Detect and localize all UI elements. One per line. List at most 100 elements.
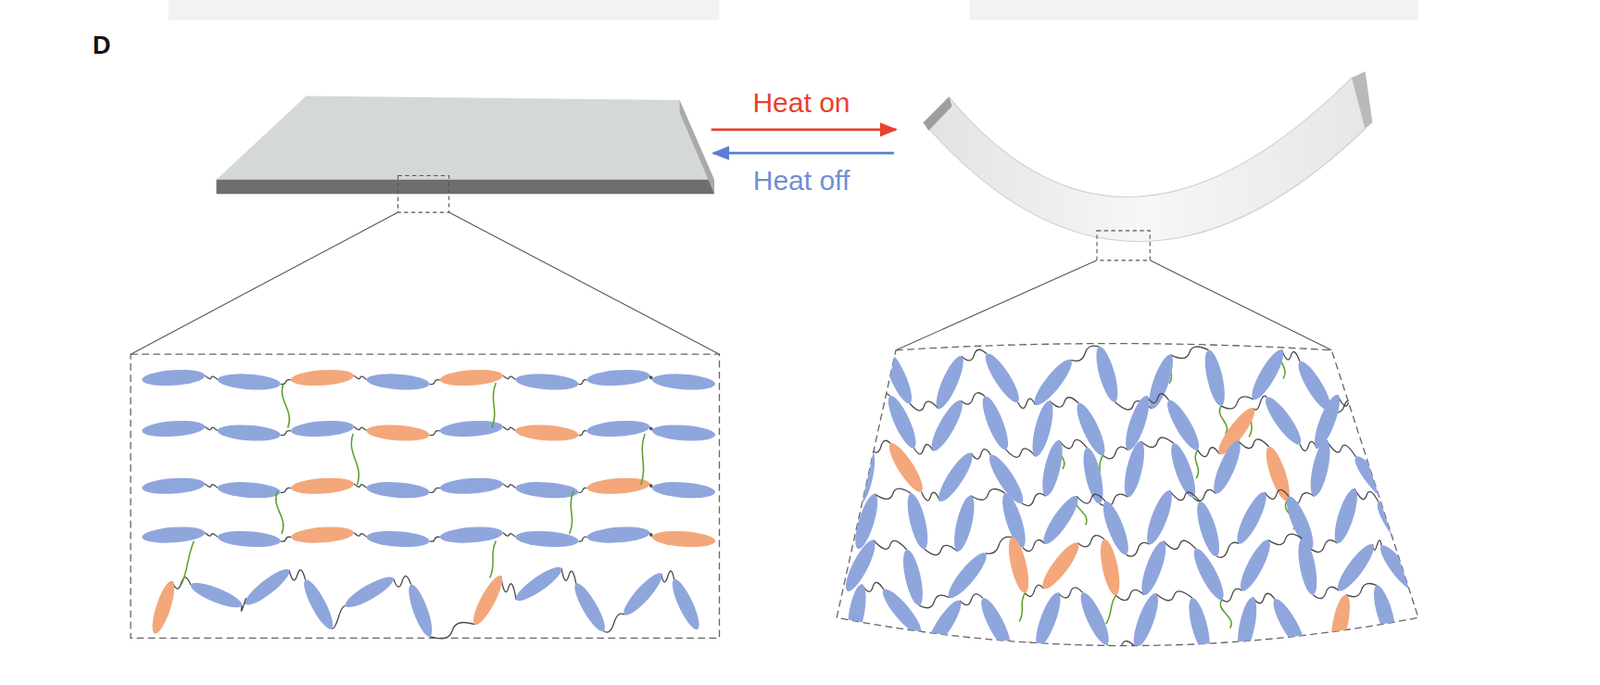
backbone	[1077, 535, 1105, 547]
backbone	[429, 487, 441, 492]
sheet-edge	[923, 97, 953, 131]
backbone	[280, 379, 291, 385]
mesogen	[1372, 497, 1417, 554]
mesogen	[977, 393, 1013, 453]
backbone	[429, 536, 441, 542]
zoom-line	[130, 212, 399, 354]
backbone	[920, 491, 940, 501]
mesogen	[439, 476, 504, 496]
backbone	[578, 430, 587, 436]
backbone	[1169, 490, 1200, 502]
mesogen	[341, 571, 397, 612]
panel-label: D	[92, 33, 112, 59]
backbone	[874, 488, 911, 499]
backbone	[1346, 583, 1377, 597]
backbone	[561, 567, 577, 584]
mesogen	[1200, 348, 1229, 408]
plate-side	[680, 100, 715, 194]
backbone	[1017, 398, 1035, 408]
mesogen	[1162, 396, 1205, 454]
backbone	[1299, 440, 1318, 451]
backbone	[353, 483, 366, 488]
backbone	[503, 426, 516, 430]
backbone	[429, 430, 441, 436]
backbone	[353, 375, 366, 379]
zoom-box	[398, 175, 450, 213]
mesogen	[141, 418, 206, 439]
mesogen	[365, 371, 430, 391]
backbone	[1125, 541, 1149, 556]
mesogen	[1129, 591, 1164, 651]
crosslink	[1106, 594, 1117, 624]
backbone	[1238, 439, 1270, 449]
aligned-network	[141, 367, 717, 639]
mesogen	[1332, 540, 1379, 595]
mesogen	[1166, 440, 1200, 501]
mesogen	[1234, 536, 1275, 594]
mesogen	[1079, 445, 1108, 505]
mesogen	[299, 576, 339, 632]
mesogen	[512, 562, 567, 606]
backbone	[959, 593, 983, 605]
mesogen	[921, 596, 966, 654]
backbone	[280, 430, 291, 436]
backbone	[204, 483, 217, 488]
mesogen	[1188, 544, 1229, 603]
crosslink	[1219, 405, 1227, 435]
backbone	[1193, 489, 1217, 501]
backbone	[909, 401, 939, 411]
backbone	[1008, 642, 1039, 654]
mesogen	[1038, 491, 1084, 548]
mesogen	[1396, 349, 1435, 408]
mesogen	[1209, 438, 1246, 497]
mesogen	[289, 418, 354, 439]
backbone	[429, 621, 476, 638]
backbone	[1115, 589, 1145, 600]
mesogen	[365, 422, 430, 442]
mesogen	[240, 564, 293, 610]
mesogen	[1038, 438, 1067, 498]
backbone	[924, 544, 958, 555]
cropped-panel	[168, 0, 720, 21]
mesogen	[899, 547, 928, 607]
backbone	[429, 379, 441, 385]
mesogen	[1259, 392, 1306, 449]
mesogen	[1353, 404, 1400, 461]
mesogen	[216, 422, 281, 442]
heat-on-arrow	[711, 127, 896, 131]
backbone	[1310, 540, 1337, 553]
mesogen	[148, 579, 179, 636]
mesogen	[1004, 535, 1033, 595]
disordered-network	[827, 343, 1434, 658]
mesogen	[1369, 582, 1400, 643]
crosslink	[1019, 592, 1025, 622]
backbone	[913, 444, 933, 454]
backbone	[204, 532, 217, 537]
backbone	[1049, 397, 1080, 407]
backbone	[353, 532, 366, 537]
backbone	[500, 575, 517, 600]
backbone	[650, 375, 653, 379]
zoom-box	[1096, 230, 1150, 261]
mesogen	[651, 529, 716, 549]
zoom-line	[895, 260, 1097, 351]
backbone	[870, 440, 891, 453]
backbone	[204, 375, 217, 379]
backbone	[204, 426, 217, 430]
backbone	[578, 536, 587, 542]
mesogen	[569, 579, 610, 635]
mesogen	[832, 347, 860, 407]
zoom-frame	[836, 343, 1419, 646]
backbone	[1282, 350, 1300, 362]
backbone	[1252, 592, 1275, 604]
mesogen	[1184, 595, 1215, 656]
backbone	[1206, 647, 1242, 658]
mesogen	[943, 548, 992, 603]
arrow-label: Heat off	[753, 166, 851, 195]
crosslink	[181, 541, 194, 584]
mesogen	[1351, 343, 1381, 404]
mesogen	[188, 578, 245, 613]
backbone	[503, 532, 516, 537]
crosslink	[641, 433, 645, 485]
mesogen	[667, 576, 705, 632]
